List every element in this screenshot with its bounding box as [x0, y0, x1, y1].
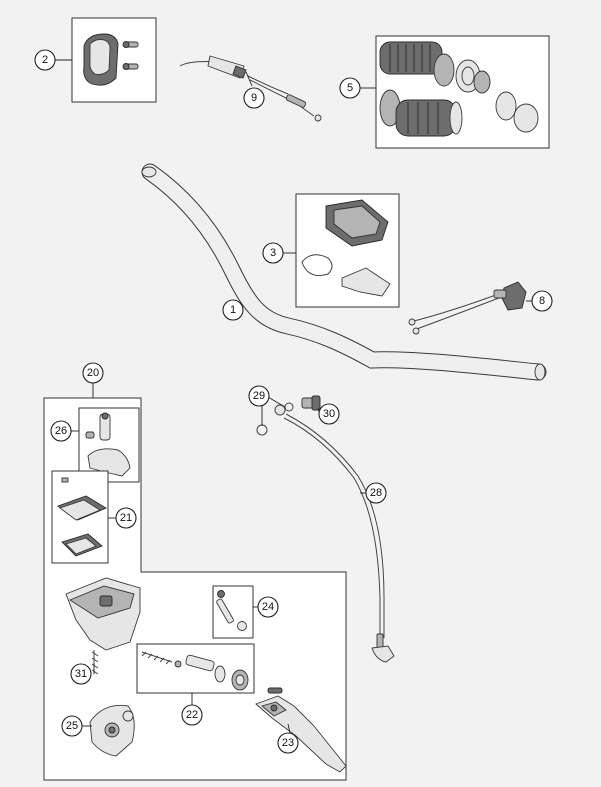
svg-text:26: 26: [55, 425, 67, 437]
svg-text:3: 3: [270, 247, 276, 259]
svg-text:25: 25: [66, 720, 78, 732]
callout-5: 5: [339, 77, 361, 99]
callout-28: 28: [365, 482, 387, 504]
brake-assembly-frame: [43, 397, 347, 781]
kill-switch-part: [408, 281, 527, 335]
master-cylinder-part: [65, 577, 141, 675]
callout-23: 23: [277, 732, 299, 754]
callout-22: 22: [181, 704, 203, 726]
handlebar-pad-part: [301, 199, 391, 297]
callout-9: 9: [243, 87, 265, 109]
handlebar-clamp-part: [83, 33, 139, 86]
svg-text:24: 24: [262, 601, 274, 613]
svg-text:22: 22: [186, 709, 198, 721]
callout-25: 25: [61, 715, 83, 737]
grip-set-part: [379, 41, 539, 137]
callout-21: 21: [115, 507, 137, 529]
lever-guard-part: [89, 704, 135, 757]
svg-text:1: 1: [230, 304, 236, 316]
callout-2: 2: [34, 49, 56, 71]
handlebar-part: [141, 163, 547, 381]
callout-20: 20: [82, 362, 104, 384]
svg-text:29: 29: [253, 390, 265, 402]
brake-lever-part: [255, 687, 347, 773]
svg-text:31: 31: [75, 668, 87, 680]
callout-3: 3: [262, 242, 284, 264]
piston-kit-part: [141, 651, 249, 691]
svg-text:8: 8: [539, 295, 545, 307]
callout-8: 8: [531, 290, 553, 312]
callout-30: 30: [318, 403, 340, 425]
callout-24: 24: [257, 596, 279, 618]
callout-1: 1: [222, 299, 244, 321]
throttle-cable-part: [179, 55, 322, 122]
svg-text:23: 23: [282, 737, 294, 749]
svg-text:9: 9: [251, 92, 257, 104]
adjuster-pin-part: [216, 590, 247, 631]
svg-text:20: 20: [87, 367, 99, 379]
leader-lines: [55, 59, 532, 734]
callout-26: 26: [50, 420, 72, 442]
svg-text:28: 28: [370, 487, 382, 499]
reservoir-cover-part: [57, 477, 107, 557]
brake-clamp-part: [85, 412, 131, 477]
svg-text:21: 21: [120, 512, 132, 524]
svg-text:30: 30: [323, 408, 335, 420]
callout-31: 31: [70, 663, 92, 685]
svg-text:5: 5: [347, 82, 353, 94]
svg-text:2: 2: [42, 54, 48, 66]
callout-29: 29: [248, 385, 270, 407]
brake-hose-part: [256, 395, 395, 663]
